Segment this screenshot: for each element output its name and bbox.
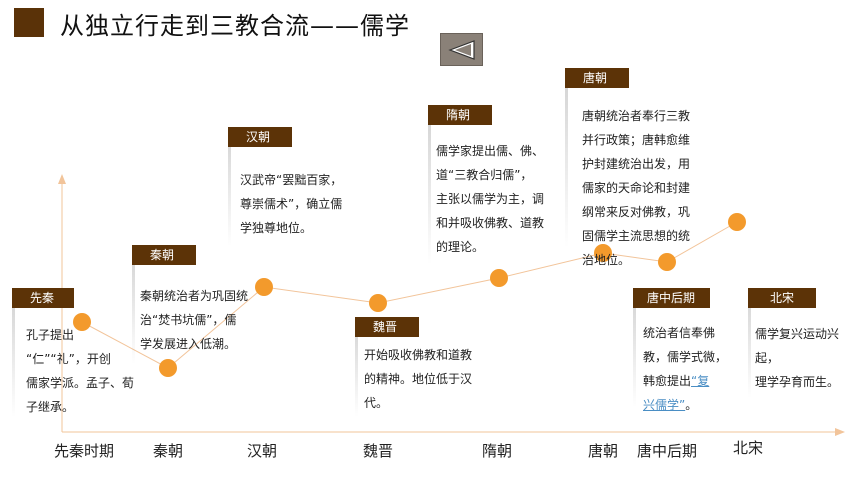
axis-label-xianqin: 先秦时期 [54, 442, 115, 460]
label-sui: 隋朝 [428, 105, 492, 125]
divider-xianqin [12, 288, 15, 418]
back-button[interactable] [440, 33, 483, 66]
divider-sui [428, 105, 431, 265]
axis-label-zhongtang: 唐中后期 [637, 442, 698, 460]
axis-label-han: 汉朝 [247, 442, 278, 460]
axis-label-qin: 秦朝 [153, 442, 184, 460]
dot-beisong [728, 213, 746, 231]
axis-label-weijin: 魏晋 [363, 442, 394, 460]
label-weijin: 魏晋 [355, 317, 419, 337]
divider-han [228, 127, 231, 247]
timeline-dots [73, 213, 746, 377]
label-beisong: 北宋 [748, 288, 816, 308]
divider-zhongtang [633, 288, 636, 408]
dot-zhongtang [658, 253, 676, 271]
horizontal-axis-arrow [835, 428, 845, 436]
vertical-axis-arrow [58, 174, 66, 184]
note-zhongtang: 统治者信奉佛 教，儒学式微， 韩愈提出“复 兴儒学”。 [643, 321, 735, 417]
triangle-left-icon [447, 39, 475, 60]
dot-xianqin [73, 313, 91, 331]
axis-label-beisong: 北宋 [733, 439, 764, 457]
link-fuxing-ruxue[interactable]: “复 兴儒学” [643, 374, 710, 412]
note-han: 汉武帝“罢黜百家， 尊崇儒术”，确立儒 学独尊地位。 [240, 173, 343, 235]
divider-qin [132, 245, 135, 365]
note-qin: 秦朝统治者为巩固统 治“焚书坑儒”，儒 学发展进入低潮。 [140, 289, 249, 351]
dot-qin [159, 359, 177, 377]
axis-label-sui: 隋朝 [482, 442, 513, 460]
divider-beisong [748, 288, 751, 398]
axis-label-tang: 唐朝 [588, 442, 619, 460]
label-han: 汉朝 [228, 127, 292, 147]
note-sui: 儒学家提出儒、佛、 道“三教合归儒”， 主张以儒学为主，调 和并吸收佛教、道教 … [436, 144, 545, 254]
note-zhongtang-end: 。 [685, 398, 698, 412]
trend-line [81, 221, 738, 369]
divider-weijin [355, 317, 358, 417]
note-zhongtang-text: 统治者信奉佛 教，儒学式微， 韩愈提出 [643, 326, 728, 388]
dot-han [255, 278, 273, 296]
label-zhongtang: 唐中后期 [633, 288, 710, 308]
note-tang: 唐朝统治者奉行三教 并行政策；唐韩愈维 护封建统治出发，用 儒家的天命论和封建 … [582, 109, 691, 267]
divider-tang [565, 68, 568, 248]
title-square [14, 8, 44, 37]
dot-sui [490, 269, 508, 287]
label-xianqin: 先秦 [12, 288, 74, 308]
note-weijin: 开始吸收佛教和道教 的精神。地位低于汉 代。 [364, 348, 473, 410]
note-xianqin: 孔子提出 “仁”“礼”，开创 儒家学派。孟子、荀 子继承。 [26, 328, 135, 414]
dot-weijin [369, 294, 387, 312]
note-beisong: 儒学复兴运动兴起， 理学孕育而生。 [755, 327, 840, 389]
label-qin: 秦朝 [132, 245, 196, 265]
label-tang: 唐朝 [565, 68, 629, 88]
page-title: 从独立行走到三教合流——儒学 [60, 12, 410, 40]
dot-tang [594, 244, 612, 262]
